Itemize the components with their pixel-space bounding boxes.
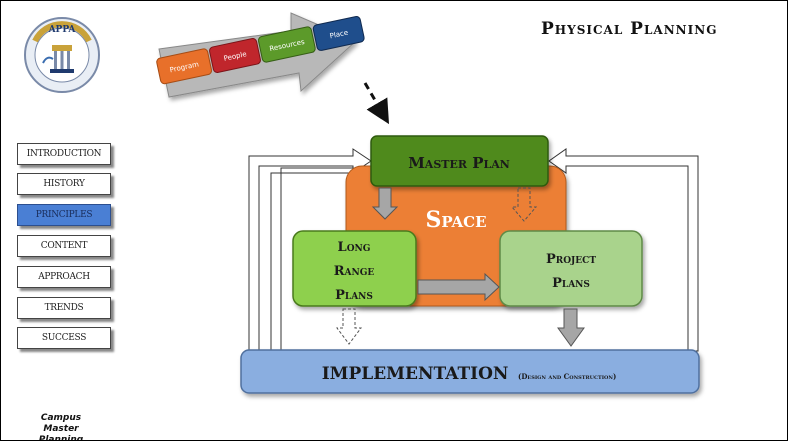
step-people [209, 38, 261, 73]
implementation-text: IMPLEMENTATION (Design and Construction) [322, 364, 617, 384]
nav-item-success[interactable]: SUCCESS [17, 327, 111, 349]
page-title: Physical Planning [541, 19, 718, 39]
nav-item-label: INTRODUCTION [26, 149, 102, 159]
project-plans-line-2: Plans [552, 276, 590, 291]
arrow-master-to-project [510, 187, 538, 222]
arrow-master-to-long [371, 187, 399, 220]
footer-caption: Campus Master Planning [21, 413, 101, 441]
nav-item-introduction[interactable]: INTRODUCTION [17, 143, 111, 165]
project-plans-box [499, 230, 643, 307]
nav-item-label: TRENDS [44, 303, 84, 313]
appa-logo: APPA [24, 17, 100, 93]
step-program [156, 48, 213, 85]
step-place-label: Place [329, 29, 349, 41]
footer-line-2: Master Planning [38, 424, 84, 441]
nav-item-label: APPROACH [38, 272, 90, 282]
nav-item-trends[interactable]: TRENDS [17, 297, 111, 319]
nav-item-label: SUCCESS [41, 333, 87, 343]
dashed-arrow [363, 82, 390, 125]
arrow-long-to-implementation [336, 308, 362, 345]
long-range-line-2: Range [334, 264, 375, 279]
long-range-line-1: Long [338, 240, 371, 255]
project-plans-line-1: Project [546, 252, 596, 267]
nav-item-approach[interactable]: APPROACH [17, 266, 111, 288]
long-range-plans-box [292, 230, 417, 307]
nav-item-history[interactable]: HISTORY [17, 173, 111, 195]
master-plan-box [370, 135, 549, 187]
nav-item-label: HISTORY [43, 179, 85, 189]
arrow-project-to-implementation [557, 308, 585, 347]
step-resources [257, 26, 316, 63]
logo-text: APPA [48, 25, 77, 35]
implementation-label: IMPLEMENTATION [322, 364, 509, 384]
space-label: Space [425, 207, 486, 233]
master-plan-label: Master Plan [408, 154, 510, 172]
step-place [312, 15, 365, 51]
long-range-line-3: Plans [335, 288, 373, 303]
arrow-long-to-project [417, 272, 500, 302]
nav-item-content[interactable]: CONTENT [17, 235, 111, 257]
implementation-box [240, 349, 700, 394]
nav-item-principles[interactable]: PRINCIPLES [17, 204, 111, 226]
implementation-sub: (Design and Construction) [518, 372, 616, 381]
nav-item-label: CONTENT [40, 241, 88, 251]
nav-item-label: PRINCIPLES [35, 210, 93, 220]
process-arrow: Program People Resources Place [156, 12, 365, 98]
footer-line-1: Campus [40, 413, 82, 423]
